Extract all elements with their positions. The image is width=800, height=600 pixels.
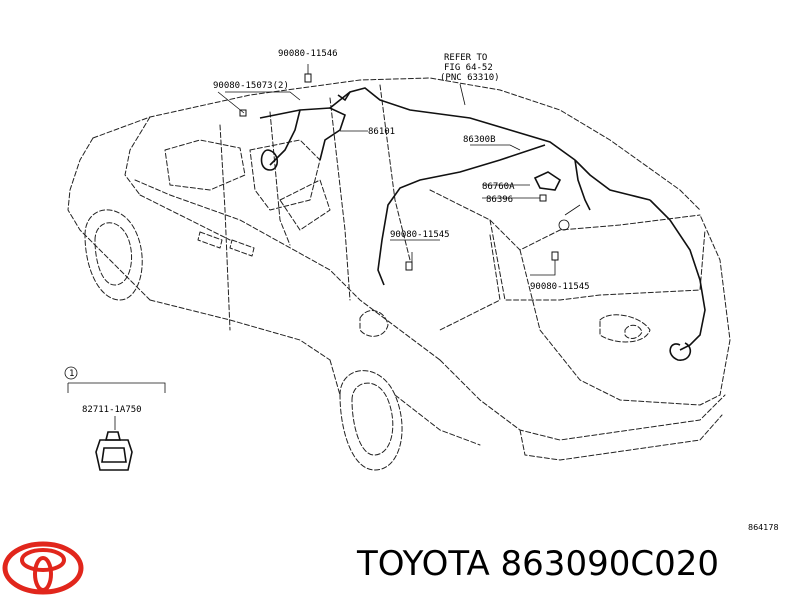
- label-86760a: 86760A: [482, 182, 515, 192]
- label-refer-line3: (PNC 63310): [440, 73, 500, 83]
- label-callout-number: 1: [69, 369, 74, 379]
- label-86101: 86101: [368, 127, 395, 137]
- callout-circle-right: [558, 219, 570, 231]
- label-refer-line2: FIG 64-52: [444, 63, 493, 73]
- vehicle-outline: [67, 77, 731, 471]
- drawing-number: 864178: [748, 523, 779, 532]
- leader-lines: [67, 64, 581, 430]
- brand-part-number: TOYOTA 863090C020: [357, 544, 719, 584]
- label-86396: 86396: [486, 195, 513, 205]
- label-90080-11545-right: 90080-11545: [530, 282, 590, 292]
- toyota-logo: [2, 541, 84, 595]
- brand-name: TOYOTA: [357, 544, 490, 584]
- label-90080-15073: 90080-15073(2): [213, 81, 289, 91]
- label-82711-1a750: 82711-1A750: [82, 405, 142, 415]
- wire-harness: [239, 73, 706, 361]
- connector-82711: [95, 431, 133, 471]
- label-90080-11545-mid: 90080-11545: [390, 230, 450, 240]
- part-number: 863090C020: [500, 544, 719, 584]
- callout-circle-legend: [64, 366, 78, 380]
- part-labels: 90080-11546 REFER TO FIG 64-52 (PNC 6331…: [69, 49, 590, 415]
- label-86300b: 86300B: [463, 135, 496, 145]
- label-90080-11546: 90080-11546: [278, 49, 338, 59]
- label-refer-line1: REFER TO: [444, 53, 487, 63]
